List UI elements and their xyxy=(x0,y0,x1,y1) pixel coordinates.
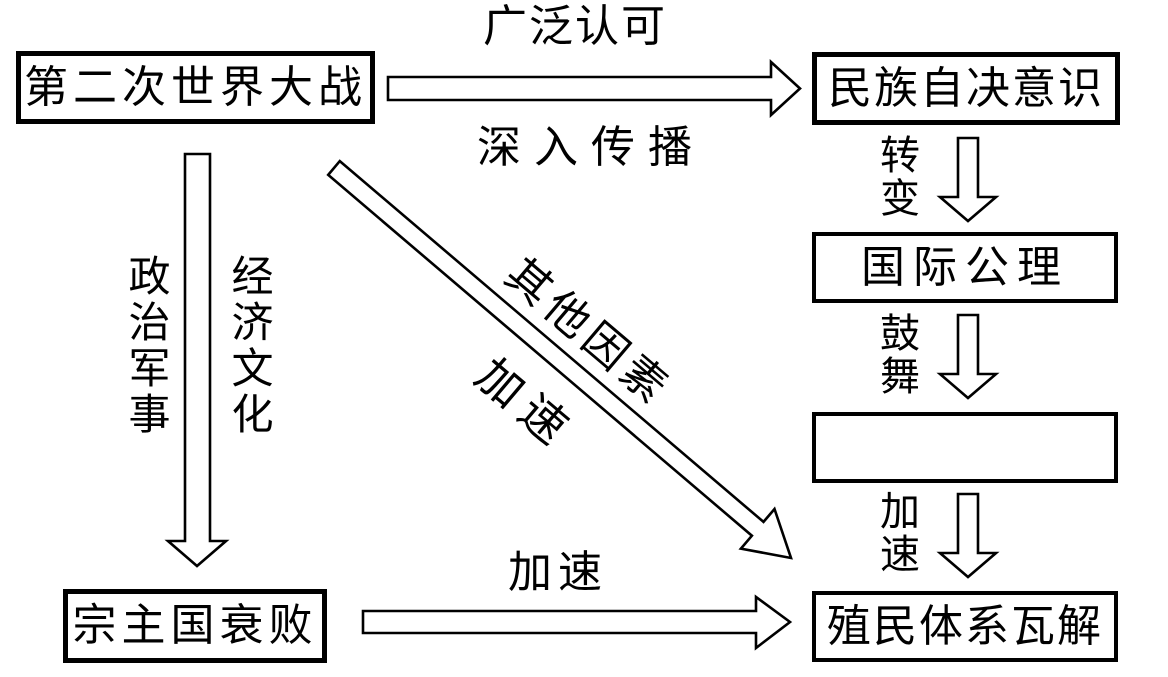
node-suzerain-decline: 宗主国衰败 xyxy=(63,589,327,663)
node-suzerain-decline-label: 宗主国衰败 xyxy=(72,601,318,650)
node-ww2-label: 第二次世界大战 xyxy=(24,62,367,112)
node-unnamed-empty xyxy=(812,412,1118,483)
arrow-down-accelerate xyxy=(936,492,1000,579)
node-national-self-determination: 民族自决意识 xyxy=(812,52,1120,125)
node-colonial-system-collapse: 殖民体系瓦解 xyxy=(812,591,1118,662)
arrow-diagonal-other-factors xyxy=(326,159,793,560)
edge-label-deep-spread: 深入传播 xyxy=(477,123,705,172)
edge-label-transform: 转变 xyxy=(874,134,919,220)
arrow-right-top xyxy=(386,59,802,118)
edge-label-inspire: 鼓舞 xyxy=(874,312,919,398)
edge-label-accelerate-right: 加速 xyxy=(874,490,919,576)
arrow-down-left-column xyxy=(164,152,230,568)
node-international-axiom: 国际公理 xyxy=(812,232,1118,303)
node-colonial-system-collapse-label: 殖民体系瓦解 xyxy=(827,601,1103,651)
node-ww2: 第二次世界大战 xyxy=(16,51,375,124)
edge-label-widely-recognized: 广泛认可 xyxy=(483,2,667,51)
node-international-axiom-label: 国际公理 xyxy=(861,242,1069,292)
arrow-down-transform xyxy=(936,136,1000,223)
arrow-right-bottom xyxy=(361,594,793,651)
arrow-down-inspire xyxy=(936,313,1000,400)
edge-label-politics-military: 政治军事 xyxy=(122,254,168,438)
edge-label-economy-culture: 经济文化 xyxy=(225,254,271,438)
node-national-self-determination-label: 民族自决意识 xyxy=(828,63,1104,113)
edge-label-accelerate-bottom: 加速 xyxy=(508,548,608,597)
